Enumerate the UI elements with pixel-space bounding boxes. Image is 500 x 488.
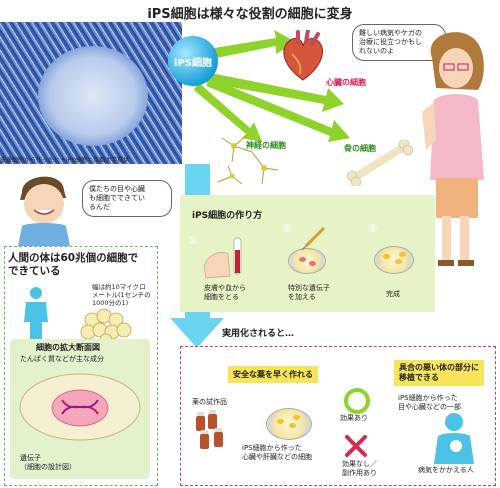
heart-cell-label: 心臓の細胞 [326, 78, 366, 87]
test-cells-label: iPS細胞から作った 心臓や肝臓などの細胞 [242, 444, 312, 461]
patient-silhouette [434, 413, 474, 464]
nerve-cell-label: 神経の細胞 [246, 141, 286, 150]
effective-circle-icon [344, 388, 370, 414]
step-3-number: ③ [368, 222, 378, 235]
ips-micrograph [0, 22, 182, 164]
ineffective-cross-icon [345, 435, 367, 457]
finished-dish [374, 246, 414, 274]
woman-illustration [422, 32, 484, 266]
woman-speech-bubble: 難しい病気やケガの 治療に役立つかもし れないのよ [352, 24, 446, 61]
boy-illustration [18, 176, 70, 246]
medicine-vials [194, 410, 230, 450]
photo-caption: 皮膚細胞から作ったヒトiPS細胞＝京都大学提供 [0, 157, 130, 164]
cell-section-heading: 細胞の拡大断面図 [36, 343, 100, 352]
heart-illustration [283, 30, 323, 81]
bone-illustration [346, 140, 414, 186]
cell-size-note: 幅は約10マイクロ メートル(1センチの 1000分の1) [92, 283, 151, 307]
step-1-number: ① [188, 234, 198, 247]
practical-label: 実用化されると… [222, 329, 295, 339]
body-heading: 人間の体は60兆個の細胞で できている [8, 252, 139, 277]
howto-heading: iPS細胞の作り方 [192, 211, 263, 221]
step-1-text: 皮膚や血から 細胞をとる [204, 284, 246, 301]
transplant-badge: 具合の悪い体の部分に 移植できる [394, 360, 484, 386]
step-2-number: ② [282, 222, 292, 235]
boy-speech-bubble: 僕たちの目や心臓 も細胞でできてい るんだ [82, 180, 172, 217]
trial-drug-label: 薬の試作品 [192, 398, 227, 406]
step-2-text: 特別な遺伝子 を加える [288, 284, 330, 301]
page-title: iPS細胞は様々な役割の細胞に変身 [147, 7, 353, 22]
cell-cross-section [19, 373, 141, 441]
human-silhouette [24, 287, 48, 342]
safe-drugs-badge: 安全な薬を早く作れる [228, 366, 318, 383]
step-3-text: 完成 [386, 290, 400, 298]
nerve-cell-illustration [217, 135, 279, 185]
pipette-icon [301, 226, 326, 251]
effective-label: 効果あり [340, 414, 368, 422]
cell-test-dish [266, 408, 312, 440]
ips-cell-ball: iPS細胞 [168, 36, 218, 86]
bone-cell-label: 骨の細胞 [344, 144, 376, 153]
ineffective-label: 効果なし／ 副作用あり [342, 460, 377, 477]
patient-label: 病気をかかえる人 [418, 466, 474, 474]
protein-note: たんぱく質などが主な成分 [20, 355, 104, 363]
gene-note: 遺伝子 （細胞の設計図） [20, 454, 76, 471]
hand-and-blood-tube [203, 237, 242, 279]
transplant-desc: iPS細胞から作った 目や心臓などの一部 [398, 394, 461, 411]
dish-with-genes [288, 248, 326, 274]
